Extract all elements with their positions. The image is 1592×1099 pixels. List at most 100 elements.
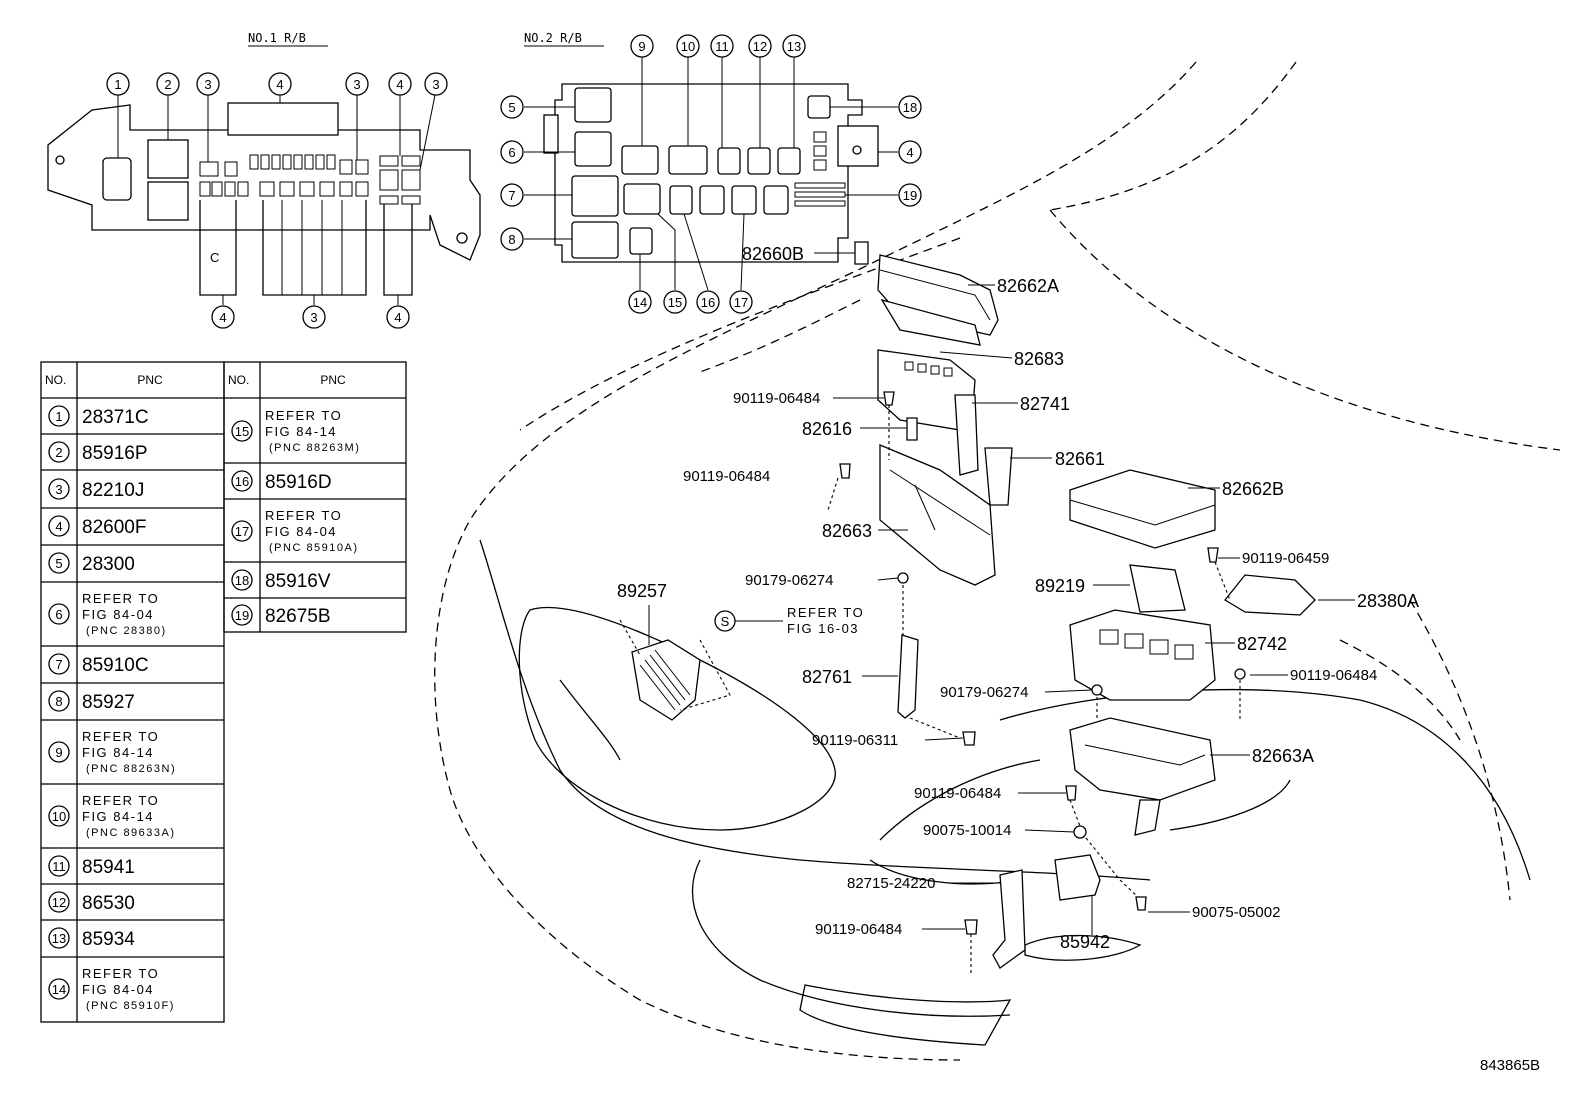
svg-text:6: 6 <box>508 145 515 160</box>
table-row: 17 REFER TO FIG 84-04 (PNC 85910A) <box>231 508 357 554</box>
svg-text:3: 3 <box>204 77 211 92</box>
label-28380A: 28380A <box>1357 591 1419 611</box>
svg-text:12: 12 <box>753 39 767 54</box>
label-82662A: 82662A <box>997 276 1059 296</box>
label-90179-06274-b: 90179-06274 <box>940 684 1028 701</box>
svg-text:4: 4 <box>55 519 62 534</box>
relay-block-2: NO.2 R/B 9 10 11 1 <box>500 31 922 314</box>
label-82761: 82761 <box>802 667 852 687</box>
table-row: 4 82600F <box>48 515 146 538</box>
label-82715-24220: 82715-24220 <box>847 875 935 892</box>
svg-text:17: 17 <box>235 524 249 539</box>
svg-text:5: 5 <box>55 556 62 571</box>
label-90119-06484-b: 90119-06484 <box>683 468 770 485</box>
svg-text:6: 6 <box>55 607 62 622</box>
svg-text:85916D: 85916D <box>265 472 332 493</box>
table-row: 2 85916P <box>48 441 148 464</box>
svg-text:2: 2 <box>55 445 62 460</box>
svg-text:FIG 84-04: FIG 84-04 <box>82 607 154 622</box>
svg-text:S: S <box>721 614 730 629</box>
svg-text:17: 17 <box>734 295 748 310</box>
label-90119-06311: 90119-06311 <box>812 732 898 749</box>
relay-block-2-title: NO.2 R/B <box>524 31 582 45</box>
svg-text:FIG 84-14: FIG 84-14 <box>82 745 154 760</box>
svg-text:REFER TO: REFER TO <box>82 966 159 981</box>
label-90075-10014: 90075-10014 <box>923 822 1011 839</box>
table-row: 5 28300 <box>48 552 135 575</box>
svg-text:C: C <box>210 250 219 265</box>
table-row: 14 REFER TO FIG 84-04 (PNC 85910F) <box>48 966 175 1012</box>
svg-text:4: 4 <box>276 77 283 92</box>
svg-text:7: 7 <box>55 657 62 672</box>
svg-text:5: 5 <box>508 100 515 115</box>
label-82661: 82661 <box>1055 449 1105 469</box>
svg-text:11: 11 <box>715 39 729 54</box>
label-90119-06459: 90119-06459 <box>1242 550 1329 567</box>
svg-text:28371C: 28371C <box>82 407 149 428</box>
table-row: 16 85916D <box>231 470 332 493</box>
table-row: 3 82210J <box>48 478 144 501</box>
svg-text:1: 1 <box>114 77 121 92</box>
svg-text:2: 2 <box>164 77 171 92</box>
table-row: 6 REFER TO FIG 84-04 (PNC 28380) <box>48 591 167 637</box>
svg-text:9: 9 <box>638 39 645 54</box>
svg-text:82675B: 82675B <box>265 606 331 627</box>
svg-text:82210J: 82210J <box>82 480 144 501</box>
label-82741: 82741 <box>1020 394 1070 414</box>
svg-text:13: 13 <box>787 39 801 54</box>
svg-text:9: 9 <box>55 745 62 760</box>
svg-text:16: 16 <box>701 295 715 310</box>
svg-text:10: 10 <box>681 39 695 54</box>
svg-text:8: 8 <box>508 232 515 247</box>
svg-text:REFER TO: REFER TO <box>82 793 159 808</box>
svg-text:3: 3 <box>353 77 360 92</box>
svg-text:11: 11 <box>52 859 66 874</box>
svg-text:4: 4 <box>906 145 913 160</box>
table-row: 8 85927 <box>48 690 135 713</box>
pnc-table-right: NO. PNC 15 REFER TO FIG 84-14 (PNC 88263… <box>223 361 407 633</box>
svg-text:82600F: 82600F <box>82 517 146 538</box>
table-row: 7 85910C <box>48 653 149 676</box>
label-82663: 82663 <box>822 521 872 541</box>
svg-text:(PNC 85910F): (PNC 85910F) <box>86 1000 175 1012</box>
exploded-assembly <box>619 241 1316 975</box>
svg-text:(PNC 28380): (PNC 28380) <box>86 625 167 637</box>
label-90119-06484-e: 90119-06484 <box>815 921 902 938</box>
svg-text:4: 4 <box>219 310 226 325</box>
label-82663A: 82663A <box>1252 746 1314 766</box>
table-row: 15 REFER TO FIG 84-14 (PNC 88263M) <box>231 408 359 454</box>
svg-text:(PNC 88263N): (PNC 88263N) <box>86 763 176 775</box>
svg-text:14: 14 <box>633 295 647 310</box>
label-90179-06274-a: 90179-06274 <box>745 572 833 589</box>
table-row: 12 86530 <box>48 891 135 914</box>
svg-text:16: 16 <box>235 474 249 489</box>
svg-text:REFER TO: REFER TO <box>265 408 342 423</box>
table-left-header-no: NO. <box>45 373 66 387</box>
svg-text:REFER TO: REFER TO <box>265 508 342 523</box>
table-row: 13 85934 <box>48 927 135 950</box>
svg-text:28300: 28300 <box>82 554 135 575</box>
svg-text:3: 3 <box>432 77 439 92</box>
svg-text:18: 18 <box>235 573 249 588</box>
svg-text:FIG 16-03: FIG 16-03 <box>787 621 859 636</box>
part-callouts: 82662A 82660B 82683 90119-06484 82741 82… <box>617 244 1419 952</box>
pnc-table-left: NO. PNC 1 28371C 2 85916P 3 82210J 4 826… <box>40 361 225 1023</box>
svg-text:85916V: 85916V <box>265 571 331 592</box>
relay-block-2-callouts: 9 10 11 12 13 5 6 7 8 18 4 19 14 15 16 1… <box>500 34 922 314</box>
label-82616: 82616 <box>802 419 852 439</box>
svg-text:85927: 85927 <box>82 692 135 713</box>
svg-text:FIG 84-14: FIG 84-14 <box>265 424 337 439</box>
figure-id: 843865B <box>1480 1057 1540 1074</box>
label-90119-06484-a: 90119-06484 <box>733 390 820 407</box>
relay-block-1: NO.1 R/B C 1 2 <box>47 31 481 329</box>
refer-s-symbol: S REFER TO FIG 16-03 <box>714 605 863 636</box>
svg-text:19: 19 <box>235 608 249 623</box>
svg-text:REFER TO: REFER TO <box>82 591 159 606</box>
svg-text:7: 7 <box>508 188 515 203</box>
svg-text:FIG 84-14: FIG 84-14 <box>82 809 154 824</box>
svg-text:15: 15 <box>235 424 249 439</box>
svg-text:86530: 86530 <box>82 893 135 914</box>
svg-text:14: 14 <box>52 982 66 997</box>
svg-text:10: 10 <box>52 809 66 824</box>
